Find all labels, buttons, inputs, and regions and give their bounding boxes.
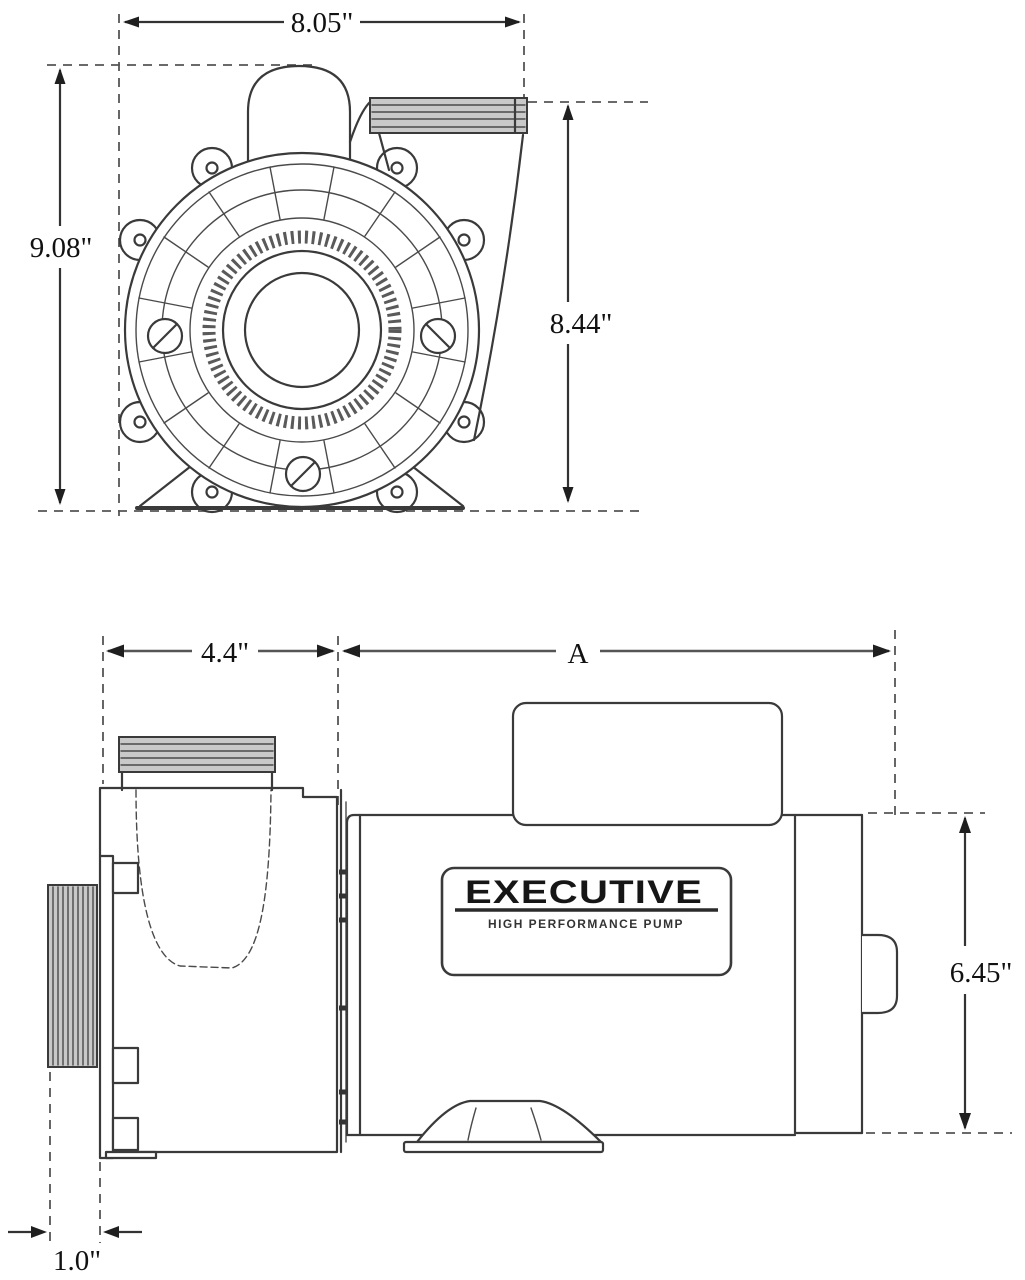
dim-label-discharge-height: 8.44" bbox=[550, 308, 613, 340]
dim-front-discharge-height: 8.44" bbox=[550, 104, 613, 503]
dim-front-width: 8.05" bbox=[123, 7, 521, 39]
capacitor-dome bbox=[246, 64, 352, 180]
dim-label-suction-offset: 1.0" bbox=[53, 1245, 101, 1277]
dim-side-height: 6.45" bbox=[950, 816, 1013, 1130]
motor-foot bbox=[402, 1099, 605, 1154]
wet-end-body bbox=[98, 786, 339, 1154]
dim-label-motor-length: A bbox=[568, 638, 589, 670]
nameplate-title: EXECUTIVE bbox=[465, 874, 703, 910]
dim-side-suction-offset: 1.0" bbox=[8, 1226, 142, 1277]
front-reference-lines bbox=[38, 14, 648, 516]
flange-ear-holes bbox=[133, 161, 471, 499]
radial-ribs bbox=[138, 166, 466, 494]
junction-box bbox=[511, 701, 784, 827]
wet-end-top-threads bbox=[118, 736, 276, 792]
wet-end-flange-plate bbox=[98, 854, 115, 1160]
motor-front-cap bbox=[345, 813, 362, 1137]
side-reference-lines bbox=[49, 630, 1012, 1243]
conduit-boss bbox=[862, 933, 899, 1015]
motor-rear-cap bbox=[793, 813, 864, 1135]
nameplate-subtitle: HIGH PERFORMANCE PUMP bbox=[488, 917, 684, 931]
front-view: 8.05" 9.08" 8.44" bbox=[30, 7, 648, 516]
side-wet-end bbox=[47, 736, 339, 1160]
side-view: EXECUTIVE HIGH PERFORMANCE PUMP 4.4" bbox=[8, 630, 1012, 1277]
side-motor: EXECUTIVE HIGH PERFORMANCE PUMP bbox=[345, 701, 899, 1154]
dim-label-height: 9.08" bbox=[30, 232, 93, 264]
front-discharge-pipe bbox=[348, 97, 528, 442]
dim-label-wet-end: 4.4" bbox=[201, 637, 249, 669]
dim-label-height: 6.45" bbox=[950, 957, 1013, 989]
wet-end-suction-threads bbox=[47, 884, 98, 1068]
knurled-ring bbox=[202, 230, 402, 430]
face-screws bbox=[146, 317, 457, 493]
front-pump-drawing bbox=[118, 64, 528, 514]
motor-nameplate: EXECUTIVE HIGH PERFORMANCE PUMP bbox=[440, 866, 733, 977]
dim-side-motor-length: A bbox=[342, 638, 891, 670]
suction-bore bbox=[243, 271, 361, 389]
dim-front-height: 9.08" bbox=[30, 68, 93, 505]
dim-side-wet-end: 4.4" bbox=[106, 637, 335, 669]
dim-label-width: 8.05" bbox=[291, 7, 354, 39]
